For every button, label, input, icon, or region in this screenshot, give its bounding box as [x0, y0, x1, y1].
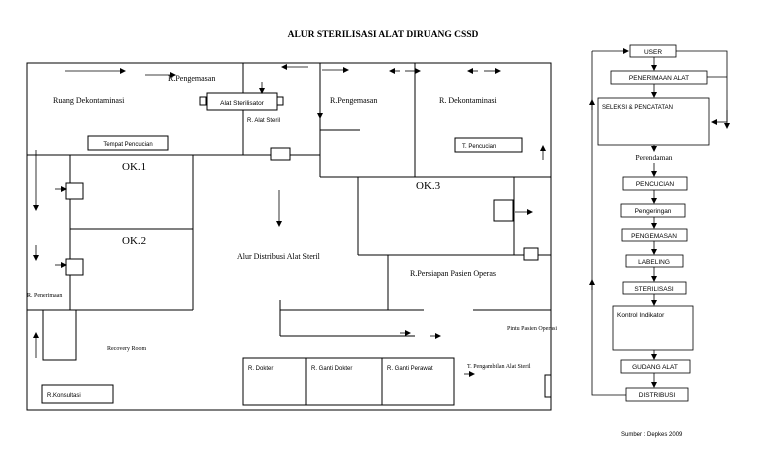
- tempat-pencucian-box: [87, 135, 169, 151]
- door-top-center: [270, 147, 291, 161]
- step-box-pengeringan: [620, 203, 686, 218]
- step-box-gudang: [620, 359, 691, 374]
- floor-plan: [26, 62, 552, 411]
- diagram-title: ALUR STERILISASI ALAT DIRUANG CSSD: [288, 30, 479, 40]
- step-gudang: GUDANG ALAT: [632, 364, 678, 371]
- source-note: Sumber : Depkes 2009: [621, 432, 683, 438]
- step-distribusi: DISTRIBUSI: [639, 392, 676, 399]
- label-alur-distribusi: Alur Distribusi Alat Steril: [237, 252, 321, 261]
- flow-arrows: [33, 64, 546, 377]
- label-r-dekontaminasi: R. Dekontaminasi: [439, 96, 498, 105]
- label-r-ganti-dokter: R. Ganti Dokter: [311, 366, 352, 372]
- t-pencucian-box: [454, 137, 523, 153]
- step-pengemasan: PENGEMASAN: [631, 233, 677, 240]
- step-sterilisasi: STERILISASI: [634, 286, 674, 293]
- label-tempat-pencucian: Tempat Pencucian: [103, 142, 152, 148]
- step-box-pengemasan: [621, 228, 688, 242]
- floor-plan-border: [26, 62, 552, 411]
- room-ganti-perawat: [381, 357, 455, 406]
- label-r-penerimaan: R. Penerimaan: [27, 293, 62, 299]
- door-ok2: [65, 258, 84, 276]
- step-pengeringan: Pengeringan: [635, 208, 672, 215]
- penerimaan-room-box: [42, 309, 77, 361]
- step-box-sterilisasi: [622, 281, 687, 295]
- step-kontrol: Kontrol Indikator: [617, 312, 665, 319]
- flowchart-labels: USER PENERIMAAN ALAT SELEKSI & PENCATATA…: [602, 49, 689, 399]
- label-r-alat-steril: R. Alat Steril: [247, 118, 280, 124]
- step-perendaman: Perendaman: [635, 153, 672, 162]
- room-konsultasi: [41, 384, 114, 404]
- step-box-penerimaan: [610, 70, 708, 85]
- label-r-ganti-perawat: R. Ganti Perawat: [387, 366, 433, 372]
- step-user: USER: [644, 49, 662, 56]
- step-box-distribusi: [625, 387, 689, 402]
- step-labeling: LABELING: [638, 259, 670, 266]
- step-box-kontrol: [612, 305, 694, 351]
- step-seleksi: SELEKSI & PENCATATAN: [602, 105, 673, 111]
- label-ok2: OK.2: [122, 235, 146, 247]
- label-pintu-pasien: Pintu Pasien Operasi: [507, 326, 557, 332]
- label-r-dokter: R. Dokter: [248, 366, 273, 372]
- label-ok3: OK.3: [416, 180, 441, 192]
- label-r-pengemasan-mid: R.Pengemasan: [330, 96, 377, 105]
- step-box-seleksi: [597, 97, 710, 146]
- step-penerimaan: PENERIMAAN ALAT: [629, 75, 689, 82]
- step-pencucian: PENCUCIAN: [636, 181, 675, 188]
- door-ok1: [65, 182, 84, 200]
- flowchart: [597, 44, 710, 402]
- label-ruang-dekontaminasi: Ruang Dekontaminasi: [53, 96, 125, 105]
- label-ok1: OK.1: [122, 161, 146, 173]
- door-ok3: [493, 199, 514, 222]
- label-alat-sterilisator: Alat Sterilisator: [220, 100, 265, 107]
- pengambilan-window: [544, 374, 552, 398]
- label-r-persiapan: R.Persiapan Pasien Operas: [410, 269, 496, 278]
- label-t-pengambilan: T. Pengambilan Alat Steril: [467, 364, 531, 370]
- door-persiapan: [523, 247, 539, 261]
- step-box-pencucian: [622, 176, 688, 191]
- flowchart-connectors: [589, 48, 730, 396]
- step-box-labeling: [625, 254, 684, 268]
- label-r-konsultasi: R.Konsultasi: [47, 393, 81, 399]
- label-r-pengemasan-top: R.Pengemasan: [168, 74, 215, 83]
- room-labels: R.Pengemasan Ruang Dekontaminasi Alat St…: [27, 74, 557, 399]
- room-ganti-dokter: [305, 357, 383, 406]
- label-t-pencucian: T. Pencucian: [462, 144, 496, 150]
- label-recovery-room: Recovery Room: [107, 346, 146, 352]
